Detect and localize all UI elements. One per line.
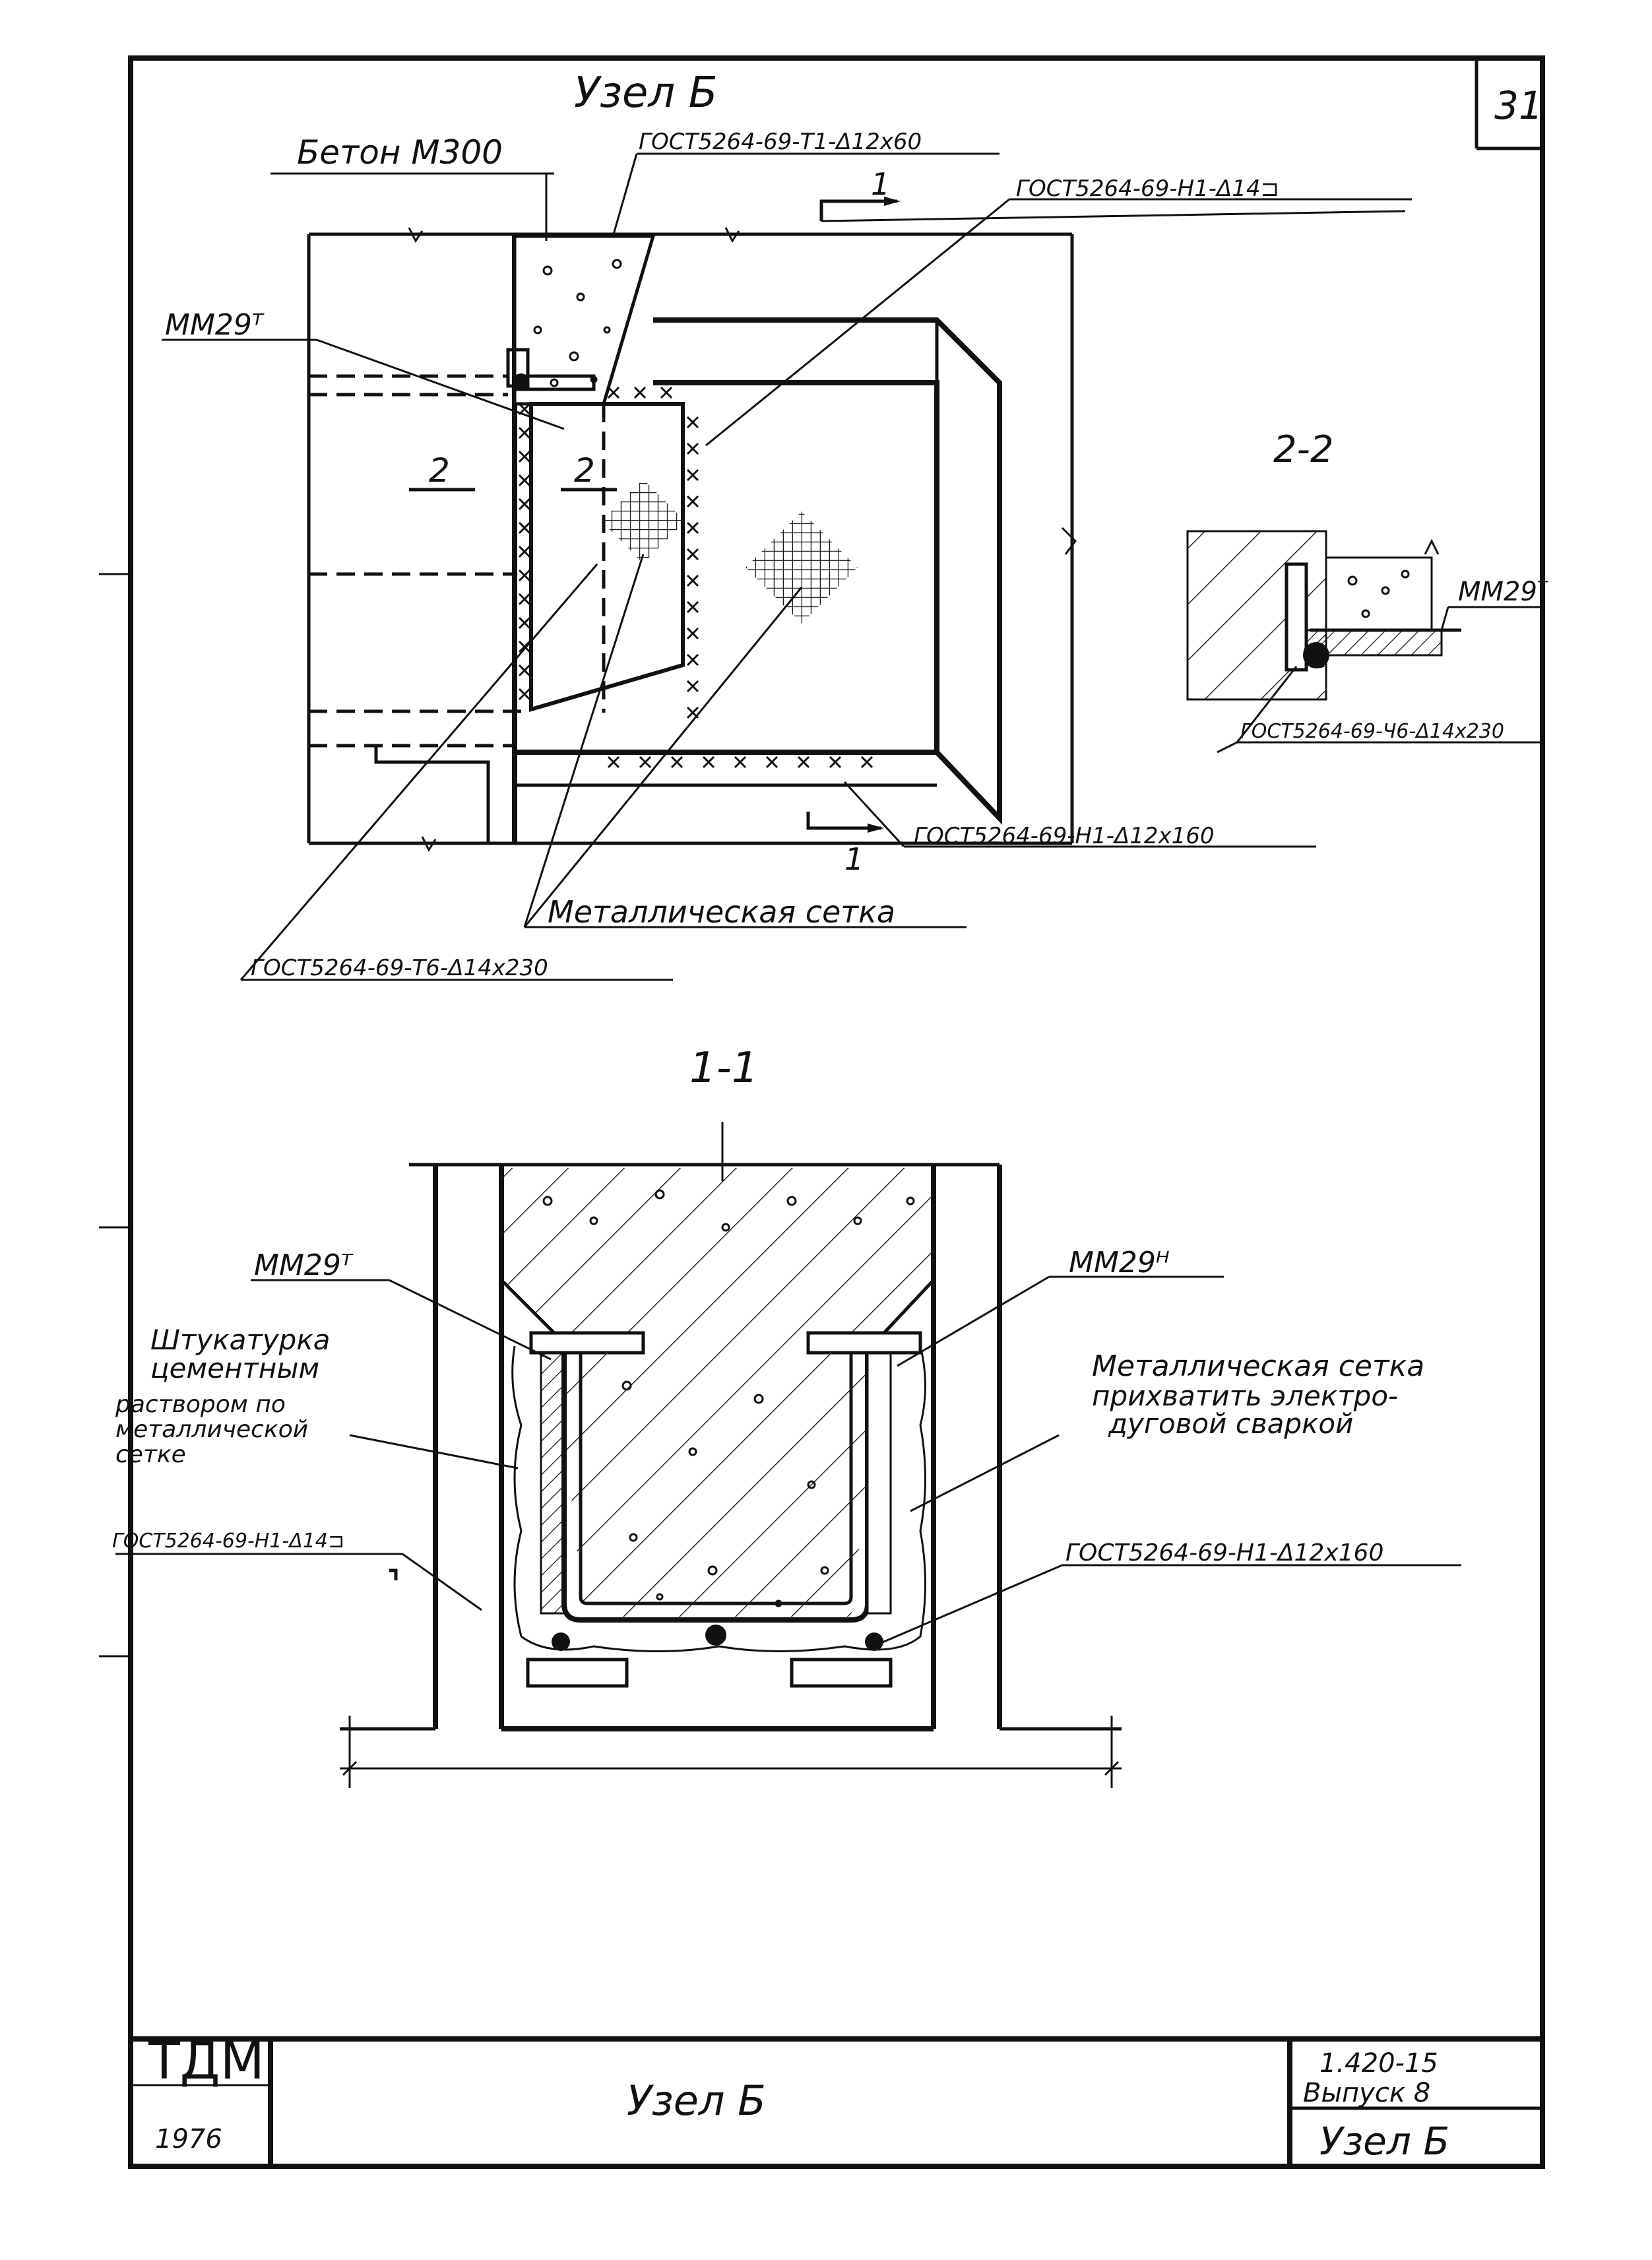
section-mark-2-left: 2 — [429, 451, 450, 490]
weld-x-marks — [518, 386, 874, 769]
title-block-frame — [131, 2036, 1542, 2166]
section-2-2 — [1186, 530, 1541, 754]
section-1-1-weld-right: ГОСТ5264-69-Н1-Δ12х160 — [1065, 1539, 1383, 1566]
section-mark-2-right: 2 — [574, 451, 595, 490]
section-1-1-part-right: ММ29ᴴ — [1069, 1246, 1170, 1279]
section-2-2-part-label: ММ29ᵀ — [1458, 577, 1549, 607]
title-block-code-line1: 1.420-15 — [1319, 2048, 1438, 2079]
plaster-note-line2: цементным — [150, 1352, 319, 1384]
section-mark-1-top: 1 — [871, 166, 890, 202]
section-1-1-weld-left: ГОСТ5264-69-Н1-Δ14⊐ — [112, 1530, 344, 1553]
detail-top — [307, 197, 1406, 853]
title-block-drawing-title: Узел Б — [627, 2077, 766, 2125]
section-2-2-title: 2-2 — [1273, 428, 1333, 471]
title-block-org: ТДМ — [148, 2032, 265, 2091]
section-1-1 — [340, 1122, 1122, 1788]
concrete-label: Бетон М300 — [297, 133, 503, 172]
section-2-2-weld-label: ГОСТ5264-69-Ч6-Δ14х230 — [1240, 720, 1504, 743]
title-block-sheet-name: Узел Б — [1319, 2119, 1449, 2164]
plaster-note-line5: сетке — [115, 1441, 186, 1468]
weld-top-1-label: ГОСТ5264-69-Т1-Δ12х60 — [639, 129, 922, 155]
part-label-top: ММ29ᵀ — [165, 308, 265, 342]
section-1-1-title: 1-1 — [689, 1044, 759, 1093]
weld-top-2-label: ГОСТ5264-69-Н1-Δ14⊐ — [1016, 176, 1279, 202]
node-title: Узел Б — [574, 69, 718, 117]
section-1-1-part-left: ММ29ᵀ — [254, 1248, 354, 1282]
leaders-section — [115, 1275, 1461, 1644]
plaster-note-line3: раствором по — [115, 1391, 286, 1418]
leaders-top — [162, 152, 1412, 981]
mesh-label: Металлическая сетка — [548, 894, 895, 930]
mesh-note-line3: дуговой сваркой — [1108, 1407, 1353, 1440]
title-block-code-line2: Выпуск 8 — [1303, 2078, 1430, 2108]
section-mark-1-bottom: 1 — [844, 841, 864, 877]
page-number: 31 — [1494, 83, 1543, 128]
sheet-frame — [99, 55, 1545, 2169]
plaster-note-line4: металлической — [115, 1416, 308, 1443]
title-block-year: 1976 — [155, 2124, 222, 2154]
weld-left-bottom-label: ГОСТ5264-69-Т6-Δ14х230 — [251, 955, 548, 981]
weld-bottom-label: ГОСТ5264-69-Н1-Δ12х160 — [914, 823, 1215, 849]
mesh-note-line1: Металлическая сетка — [1092, 1349, 1424, 1383]
concrete-speckle — [533, 259, 622, 387]
plaster-note-line1: Штукатурка — [150, 1324, 330, 1356]
mesh-note-line2: прихватить электро- — [1092, 1380, 1398, 1412]
